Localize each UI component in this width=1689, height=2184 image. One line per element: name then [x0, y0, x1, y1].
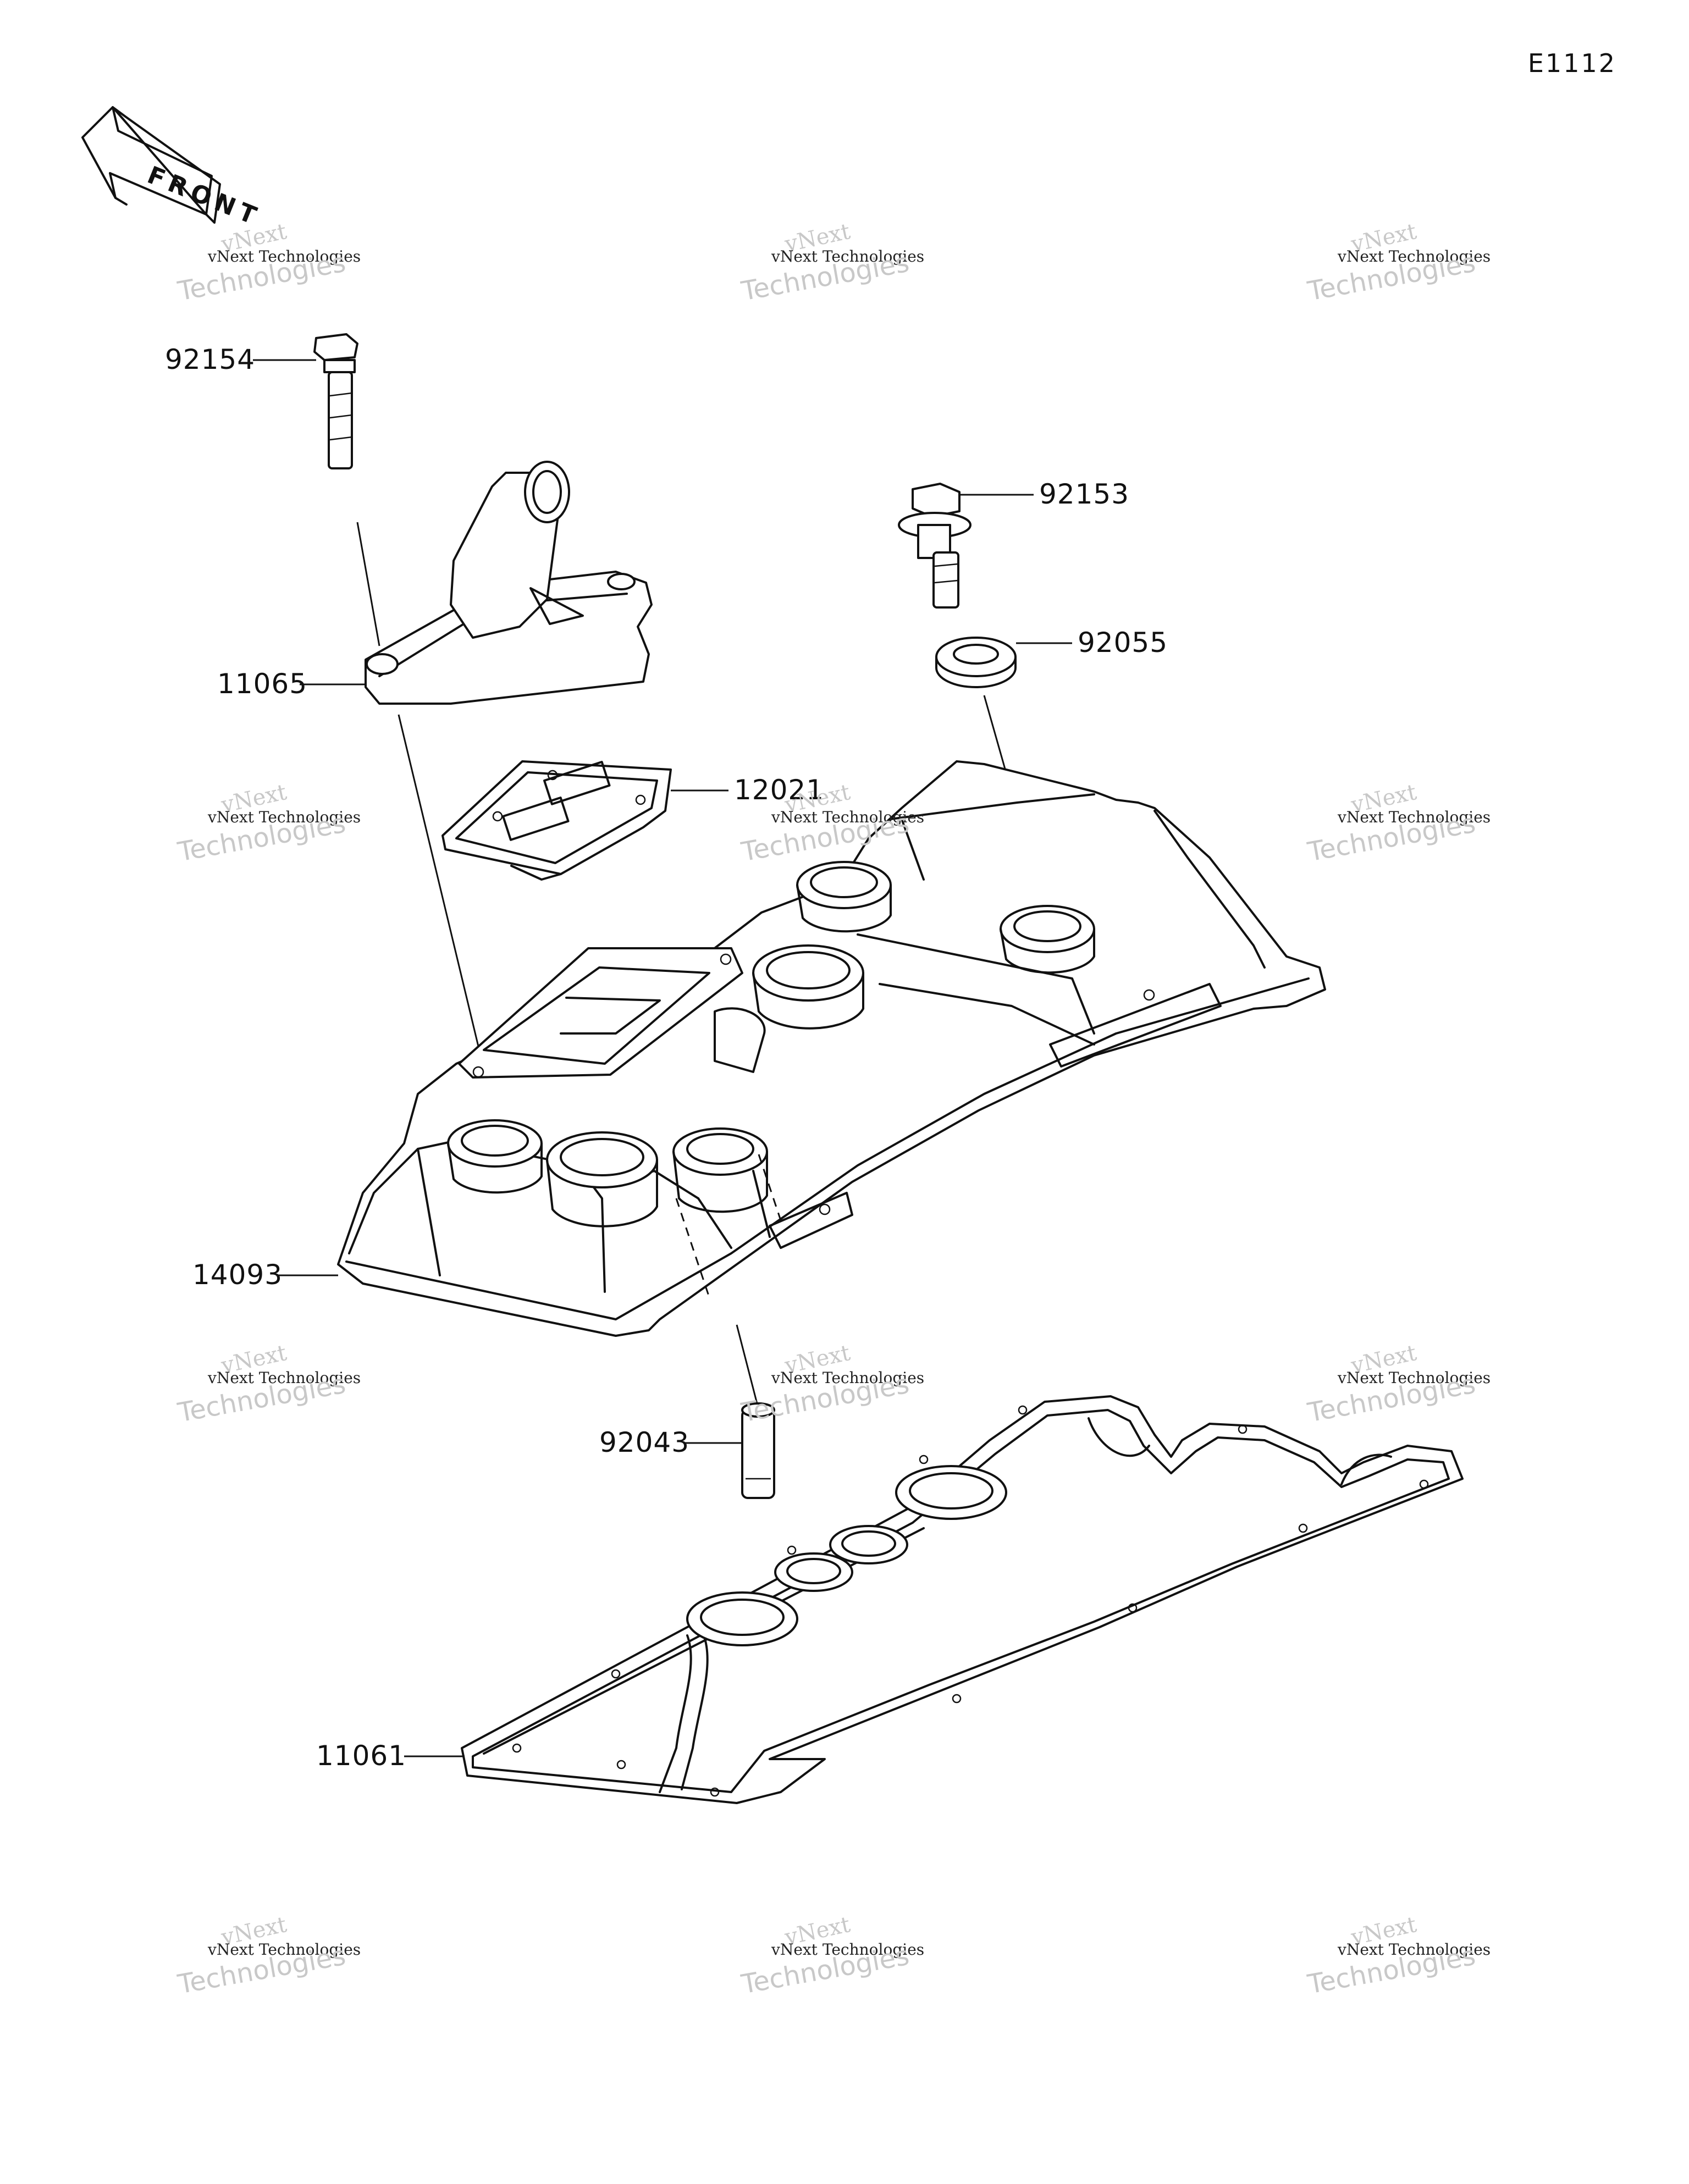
bolt-92153 [898, 483, 972, 609]
part-number-12021[interactable]: 12021 [734, 774, 825, 806]
part-number-92055[interactable]: 92055 [1078, 627, 1168, 659]
head-cover-gasket-11061 [461, 1395, 1464, 1804]
breather-cover-11065 [365, 461, 653, 705]
part-number-11065[interactable]: 11065 [217, 668, 308, 700]
part-number-92153[interactable]: 92153 [1039, 478, 1130, 510]
plug-hole-4 [752, 944, 864, 1030]
plug-hole-2 [546, 1131, 658, 1228]
plug-hole-1 [447, 1119, 543, 1194]
diagram-code: E1112 [1527, 48, 1616, 78]
bolt-92154 [313, 333, 358, 469]
part-number-92043[interactable]: 92043 [599, 1426, 690, 1458]
breather-gasket-12021 [441, 760, 672, 881]
plug-hole-6 [1000, 905, 1095, 974]
part-number-11061[interactable]: 11061 [316, 1740, 407, 1772]
dowel-pin-92043 [741, 1402, 775, 1499]
guide-line-11065 [398, 714, 485, 1070]
front-arrow-icon [81, 106, 221, 224]
plug-hole-5 [796, 861, 892, 933]
guide-line-92154 [356, 522, 380, 646]
part-number-14093[interactable]: 14093 [192, 1259, 283, 1291]
part-number-92154[interactable]: 92154 [165, 344, 256, 375]
washer-92055 [935, 637, 1017, 688]
head-cover-14093 [337, 760, 1326, 1337]
plug-hole-3 [672, 1127, 768, 1213]
guide-line-14093 [736, 1324, 760, 1411]
